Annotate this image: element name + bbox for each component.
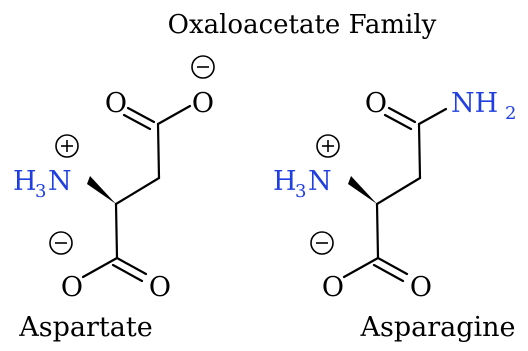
- asparagine-amide-nh: NH: [451, 88, 498, 119]
- asparagine-amine-h: H: [273, 166, 297, 197]
- bond-carboxyl-double-a: [115, 256, 148, 276]
- bond-carboxyl-o-left: [81, 256, 119, 279]
- asparagine-amide-subscript: 2: [505, 103, 516, 124]
- asparagine-amine-group: H 3 N: [273, 166, 332, 202]
- bond-carbonyl-ch2: [417, 122, 422, 180]
- bond-carboxyl-double-b: [372, 263, 405, 283]
- aspartate-structure: O O H 3 N O O Aspartate: [13, 55, 215, 343]
- asparagine-bottom-oxygen-left: O: [322, 272, 344, 303]
- aspartate-amine-group: H 3 N: [13, 166, 72, 202]
- plus-charge-icon: [316, 134, 340, 158]
- minus-charge-icon: [49, 231, 73, 255]
- asparagine-amine-n: N: [308, 166, 332, 197]
- asparagine-carbonyl-oxygen: O: [365, 88, 387, 119]
- aspartate-amine-subscript: 3: [35, 181, 46, 202]
- aspartate-carbonyl-oxygen: O: [105, 88, 127, 119]
- bond-carboxyl-o-left: [342, 256, 380, 279]
- bond-carboxyl-double-a: [376, 256, 409, 276]
- bond-alpha-carboxyl: [375, 202, 380, 260]
- minus-charge-icon: [191, 55, 215, 79]
- asparagine-bottom-oxygen-right: O: [410, 272, 432, 303]
- wedge-bond-amine: [348, 176, 377, 204]
- minus-charge-icon: [310, 231, 334, 255]
- plus-charge-icon: [55, 134, 79, 158]
- asparagine-structure: O NH 2 H 3 N O O Asparagine: [273, 88, 516, 343]
- diagram-title: Oxaloacetate Family: [168, 10, 437, 40]
- bond-ch2-alpha: [375, 176, 422, 206]
- aspartate-amine-h: H: [13, 166, 37, 197]
- bond-amide-double-a: [387, 106, 417, 124]
- bond-carboxylate-single: [156, 104, 192, 126]
- bond-alpha-carboxyl: [114, 202, 119, 260]
- bond-carbonyl-double-b: [122, 113, 152, 131]
- bond-amide-double-b: [383, 113, 413, 131]
- aspartate-bottom-oxygen-left: O: [61, 272, 83, 303]
- asparagine-label: Asparagine: [359, 312, 515, 343]
- wedge-bond-amine: [87, 176, 116, 204]
- bond-carboxyl-double-b: [111, 263, 144, 283]
- bond-carbonyl-ch2: [156, 122, 161, 180]
- aspartate-carboxylate-oxygen: O: [192, 88, 214, 119]
- bond-carbonyl-double-a: [126, 106, 156, 124]
- asparagine-amide-group: NH 2: [451, 88, 516, 124]
- aspartate-amine-n: N: [48, 166, 72, 197]
- aspartate-label: Aspartate: [18, 312, 152, 343]
- bond-ch2-alpha: [114, 176, 161, 206]
- bond-amide-single: [417, 107, 448, 126]
- aspartate-bottom-oxygen-right: O: [149, 272, 171, 303]
- asparagine-amine-subscript: 3: [295, 181, 306, 202]
